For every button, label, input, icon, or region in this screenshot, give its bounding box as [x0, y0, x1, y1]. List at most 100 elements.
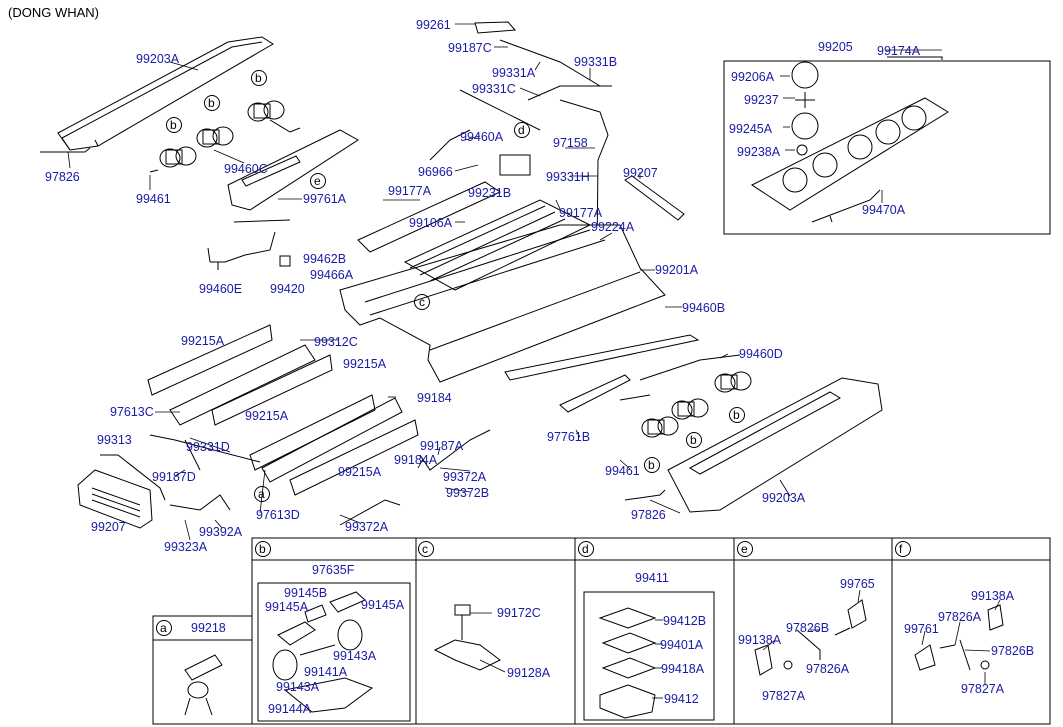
rail-99207 — [624, 175, 685, 221]
part-label-97826-right[interactable]: 97826 — [631, 508, 666, 522]
part-label-99331B[interactable]: 99331B — [574, 55, 618, 69]
part-label-97826B-e[interactable]: 97826B — [786, 621, 830, 635]
part-label-99313[interactable]: 99313 — [97, 433, 132, 447]
part-label-99312C[interactable]: 99312C — [314, 335, 358, 349]
part-label-99237[interactable]: 99237 — [744, 93, 779, 107]
part-label-99215A-4[interactable]: 99215A — [338, 465, 382, 479]
part-label-99331D[interactable]: 99331D — [186, 440, 230, 454]
part-label-99207-left[interactable]: 99207 — [91, 520, 126, 534]
part-label-99201A[interactable]: 99201A — [655, 263, 699, 277]
part-label-99761A[interactable]: 99761A — [303, 192, 347, 206]
part-label-99470A[interactable]: 99470A — [862, 203, 906, 217]
part-label-99215A-1[interactable]: 99215A — [181, 334, 225, 348]
part-label-99174A[interactable]: 99174A — [877, 44, 921, 58]
part-label-99187A[interactable]: 99187A — [420, 439, 464, 453]
fan-99237 — [795, 92, 815, 108]
part-label-97826-left[interactable]: 97826 — [45, 170, 80, 184]
part-label-99207-mid[interactable]: 99207 — [623, 166, 658, 180]
part-label-97826A-f[interactable]: 97826A — [938, 610, 982, 624]
part-label-99143A-1[interactable]: 99143A — [333, 649, 377, 663]
part-label-99187C-top[interactable]: 99187C — [448, 41, 492, 55]
part-label-99145A-2[interactable]: 99145A — [361, 598, 405, 612]
box-99205 — [723, 60, 1051, 235]
part-label-99187D[interactable]: 99187D — [152, 470, 196, 484]
part-label-99401A[interactable]: 99401A — [660, 638, 704, 652]
harness-99460E — [207, 231, 276, 270]
part-label-99331C[interactable]: 99331C — [472, 82, 516, 96]
part-label-99418A[interactable]: 99418A — [661, 662, 705, 676]
callout-circles — [156, 70, 911, 636]
vent-99206A — [791, 61, 819, 89]
part-label-99144A[interactable]: 99144A — [268, 702, 312, 716]
part-label-99761[interactable]: 99761 — [904, 622, 939, 636]
part-label-99106A[interactable]: 99106A — [409, 216, 453, 230]
part-label-99372A-1[interactable]: 99372A — [443, 470, 487, 484]
part-label-99177A-2[interactable]: 99177A — [559, 206, 603, 220]
part-label-99372B[interactable]: 99372B — [446, 486, 490, 500]
part-label-99372A-2[interactable]: 99372A — [345, 520, 389, 534]
part-label-99323A[interactable]: 99323A — [164, 540, 208, 554]
part-label-99172C[interactable]: 99172C — [497, 606, 541, 620]
filters-left — [147, 324, 419, 496]
part-label-99412B[interactable]: 99412B — [663, 614, 707, 628]
part-label-99206A[interactable]: 99206A — [731, 70, 775, 84]
leader-lines — [67, 23, 1001, 699]
part-label-99461-right[interactable]: 99461 — [605, 464, 640, 478]
part-label-99145A-1[interactable]: 99145A — [265, 600, 309, 614]
part-label-99460D[interactable]: 99460D — [739, 347, 783, 361]
part-label-97635F[interactable]: 97635F — [312, 563, 355, 577]
part-label-99460E[interactable]: 99460E — [199, 282, 243, 296]
part-label-99231B[interactable]: 99231B — [468, 186, 512, 200]
part-label-99203A-top[interactable]: 99203A — [136, 52, 180, 66]
part-label-99461-left[interactable]: 99461 — [136, 192, 171, 206]
valve-99218 — [184, 654, 223, 716]
part-label-99143A-2[interactable]: 99143A — [276, 680, 320, 694]
part-label-99141A[interactable]: 99141A — [304, 665, 348, 679]
cover-panel-right — [667, 377, 883, 513]
cover-99460B — [504, 334, 700, 381]
part-label-99392A[interactable]: 99392A — [199, 525, 243, 539]
part-label-97826B-f[interactable]: 97826B — [991, 644, 1035, 658]
callout-b-2: b — [208, 96, 215, 110]
part-label-99261[interactable]: 99261 — [416, 18, 451, 32]
part-label-99245A[interactable]: 99245A — [729, 122, 773, 136]
part-label-99138A-f[interactable]: 99138A — [971, 589, 1015, 603]
filter-stack — [598, 607, 657, 719]
part-label-99215A-3[interactable]: 99215A — [245, 409, 289, 423]
part-label-99224A[interactable]: 99224A — [591, 220, 635, 234]
callout-b-6: b — [648, 458, 655, 472]
part-label-97827A-e[interactable]: 97827A — [762, 689, 806, 703]
harness-99470A — [811, 189, 881, 223]
part-label-99420[interactable]: 99420 — [270, 282, 305, 296]
part-label-96966[interactable]: 96966 — [418, 165, 453, 179]
part-label-99466A[interactable]: 99466A — [310, 268, 354, 282]
part-label-99411[interactable]: 99411 — [635, 571, 669, 585]
part-label-97158[interactable]: 97158 — [553, 136, 588, 150]
part-label-99203A-right[interactable]: 99203A — [762, 491, 806, 505]
part-label-99184[interactable]: 99184 — [417, 391, 452, 405]
part-label-99460B[interactable]: 99460B — [682, 301, 726, 315]
part-label-99462B[interactable]: 99462B — [303, 252, 347, 266]
part-label-97761B[interactable]: 97761B — [547, 430, 591, 444]
part-label-99460A[interactable]: 99460A — [460, 130, 504, 144]
part-label-97827A-f[interactable]: 97827A — [961, 682, 1005, 696]
part-label-97613C[interactable]: 97613C — [110, 405, 154, 419]
part-label-97826A-e[interactable]: 97826A — [806, 662, 850, 676]
part-label-99177A-1[interactable]: 99177A — [388, 184, 432, 198]
part-label-99145B[interactable]: 99145B — [284, 586, 328, 600]
part-label-99128A[interactable]: 99128A — [507, 666, 551, 680]
part-label-99765[interactable]: 99765 — [840, 577, 875, 591]
part-label-99138A-e[interactable]: 99138A — [738, 633, 782, 647]
part-label-97613D[interactable]: 97613D — [256, 508, 300, 522]
section-letter-c: c — [422, 542, 428, 556]
part-label-99331A-top[interactable]: 99331A — [492, 66, 536, 80]
part-label-99412[interactable]: 99412 — [664, 692, 699, 706]
part-label-99238A[interactable]: 99238A — [737, 145, 781, 159]
part-label-99184A[interactable]: 99184A — [394, 453, 438, 467]
part-label-99218[interactable]: 99218 — [191, 621, 226, 635]
part-label-99331H[interactable]: 99331H — [546, 170, 590, 184]
part-label-99460C[interactable]: 99460C — [224, 162, 268, 176]
part-label-99205[interactable]: 99205 — [818, 40, 853, 54]
part-label-99215A-2[interactable]: 99215A — [343, 357, 387, 371]
